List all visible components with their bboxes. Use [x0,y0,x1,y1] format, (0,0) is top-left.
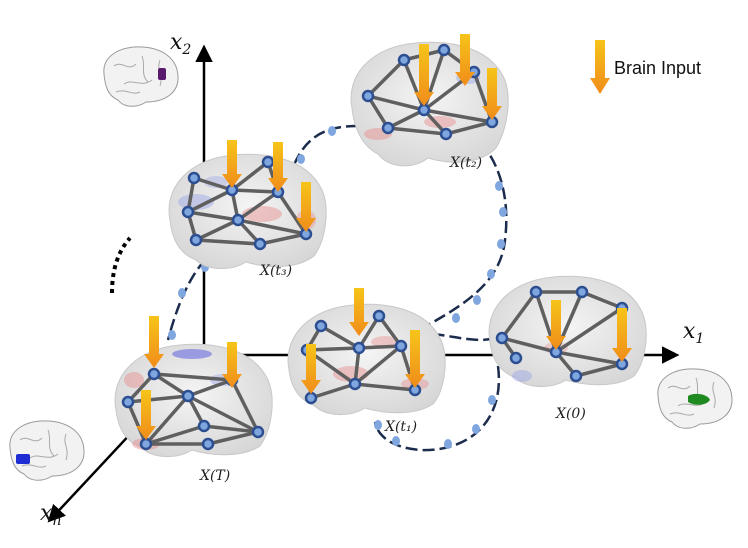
network-nodes [181,155,313,251]
brain-state-t1 [287,288,446,415]
network-edges [186,160,308,246]
input-arrow [405,330,425,388]
brain-input-arrows [301,288,425,394]
trajectory-dot [473,295,481,305]
input-arrow [296,182,316,232]
trajectory-dot [328,126,336,136]
legend: Brain Input [590,40,701,94]
legend-arrow-icon [590,40,610,94]
trajectory-dot [392,436,400,446]
legend-label: Brain Input [614,58,701,78]
trajectory-dot [487,269,495,279]
input-arrow [136,390,156,440]
input-arrow [546,300,566,350]
input-arrow [349,288,369,336]
more-dimensions-arc [110,236,132,294]
state-label-T: X(T) [199,468,230,484]
network-edges [126,372,260,446]
brain-input-arrows [222,140,316,232]
state-label-0: X(0) [555,406,586,422]
trajectory-dot [297,154,305,164]
input-arrow [222,140,242,188]
trajectory-dot [178,288,186,298]
brain-input-arrows [136,316,242,440]
brain-state-T [114,316,273,457]
x2-axis-label: x2 [170,30,191,58]
trajectory-dot [497,239,505,249]
input-arrow [144,316,164,368]
trajectory-dot [499,207,507,217]
trajectory-dot [452,313,460,323]
state-label-t1: X(t₁) [384,419,417,435]
xn-reference-brain [9,420,85,481]
trajectory-segment-t1-loop [373,365,501,452]
brain-input-arrows [414,34,502,120]
x2-reference-brain [103,46,179,107]
brain-state-0 [488,275,647,387]
trajectory-dot [488,395,496,405]
state-label-t3: X(t₃) [259,263,292,279]
input-arrow [268,142,288,192]
state-label-t2: X(t₂) [449,155,482,171]
input-arrow [612,308,632,362]
trajectory-dot [472,424,480,434]
x1-reference-brain [657,368,733,429]
trajectory-dot [168,330,176,340]
trajectory-dot [374,420,382,430]
trajectory-dot [495,181,503,191]
trajectory-dot [444,439,452,449]
trajectory-segment-t1-t2 [404,151,508,340]
xn-axis-label: xn [40,501,61,529]
axis-labels: x2 x1 xn [40,30,704,529]
input-arrow [222,342,242,388]
input-arrow [301,344,321,394]
brain-shape [287,303,446,415]
input-arrow [482,68,502,120]
brain-input-arrows [546,300,632,362]
brain-state-t2 [350,34,509,167]
input-arrow [455,34,475,86]
x1-axis-label: x1 [683,319,704,347]
input-arrow [414,44,434,106]
brain-state-t3 [168,140,327,269]
